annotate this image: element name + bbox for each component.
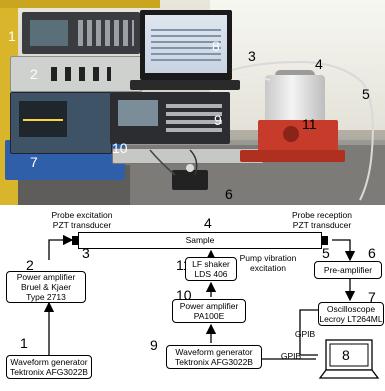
photo-label-5: 5 (362, 86, 370, 102)
pzt-excitation-transducer (72, 236, 78, 245)
num-6: 6 (368, 245, 376, 261)
power-amplifier-photo (10, 56, 142, 92)
preamplifier-photo (172, 164, 208, 190)
photo-label-9: 9 (214, 112, 222, 128)
cables (149, 60, 374, 201)
num-1: 1 (20, 335, 28, 351)
lf-shaker-box: LF shaker LDS 406 (185, 257, 237, 281)
photo-label-8: 8 (212, 38, 220, 54)
laptop-base-photo (130, 80, 240, 90)
photo-label-10: 10 (112, 140, 128, 156)
lab-setup-photo: 1 2 3 4 5 6 7 8 9 10 11 (0, 0, 385, 205)
laptop-screen-photo (140, 10, 232, 80)
num-2: 2 (26, 257, 34, 273)
diagram-connections (43, 234, 356, 360)
num-5: 5 (322, 245, 330, 261)
photo-label-1: 1 (8, 28, 16, 44)
num-3: 3 (82, 245, 90, 261)
num-4: 4 (204, 215, 212, 231)
shaker-base-photo (240, 150, 345, 162)
photo-label-3: 3 (248, 48, 256, 64)
num-8: 8 (342, 347, 350, 363)
oscilloscope-photo (10, 92, 112, 154)
gpib-label-2: GPIB (280, 351, 302, 361)
oscilloscope-box: Oscilloscope Lecroy LT264ML (318, 302, 384, 326)
photo-label-2: 2 (30, 66, 38, 82)
photo-label-6: 6 (225, 186, 233, 202)
shaker-bracket-photo (258, 120, 338, 152)
num-7: 7 (368, 289, 376, 305)
pzt-reception-transducer (322, 236, 328, 245)
waveform-generator-left-box: Waveform generator Tektronix AFG3022B (6, 355, 92, 379)
photo-label-7: 7 (30, 154, 38, 170)
photo-label-11: 11 (302, 116, 317, 132)
waveform-generator-2-photo (110, 92, 230, 144)
gpib-label-1: GPIB (294, 329, 316, 339)
waveform-generator-photo (22, 12, 140, 54)
preamplifier-box: Pre-amplifier (314, 261, 382, 279)
photo-label-4: 4 (315, 56, 323, 72)
sample-bar: Sample (78, 232, 322, 249)
num-9: 9 (150, 337, 158, 353)
waveform-generator-mid-box: Waveform generator Tektronix AFG3022B (166, 345, 262, 369)
power-amplifier-pa-box: Power amplifier PA100E (172, 299, 246, 323)
yellow-frame-top (0, 0, 160, 8)
laptop-icon: 8 (318, 339, 380, 381)
power-amplifier-bk-box: Power amplifier Bruel & Kjaer Type 2713 (6, 271, 86, 303)
